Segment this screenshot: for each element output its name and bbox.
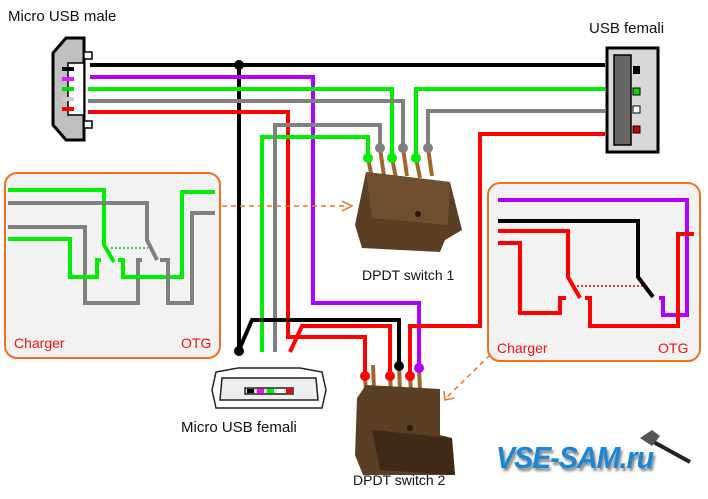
right-charger-label: Charger <box>497 340 548 356</box>
usb-female-label: USB femali <box>589 20 665 37</box>
micro-usb-male-label: Micro USB male <box>8 8 117 25</box>
right-inset-box <box>487 182 701 362</box>
switch2-terminals <box>360 361 424 381</box>
wire-gray-femali <box>273 123 382 352</box>
micro-usb-male-connector <box>51 36 93 142</box>
hammer-icon <box>640 430 691 464</box>
wire-gray-male <box>88 99 405 148</box>
left-otg-label: OTG <box>181 335 212 351</box>
left-charger-label: Charger <box>14 335 65 351</box>
site-logo: VSE-SAM.ru <box>496 440 654 475</box>
right-otg-label: OTG <box>658 340 689 356</box>
wire-black-femali <box>237 318 401 366</box>
left-inset-box <box>4 172 221 359</box>
switch2-label: DPDT switch 2 <box>353 472 446 488</box>
wire-green-femali <box>260 135 370 352</box>
wire-green-male <box>88 87 394 158</box>
right-inset-schematic <box>498 198 694 328</box>
wire-green-usb <box>414 87 605 158</box>
dpdt-switch-1 <box>355 143 462 252</box>
wire-gray-usb <box>426 109 605 148</box>
usb-female-connector <box>605 46 660 154</box>
wire-red-usb <box>408 132 605 376</box>
micro-usb-female-connector <box>211 367 327 409</box>
dpdt-switch-2 <box>355 361 455 475</box>
wire-red-male <box>88 110 367 376</box>
callout-arrows <box>222 200 491 401</box>
micro-usb-female-label: Micro USB femali <box>181 419 297 436</box>
switch1-label: DPDT switch 1 <box>362 267 455 283</box>
wire-red-femali <box>288 324 392 376</box>
switch1-terminals <box>363 143 433 163</box>
wires <box>88 60 605 376</box>
left-inset-schematic <box>8 188 215 305</box>
